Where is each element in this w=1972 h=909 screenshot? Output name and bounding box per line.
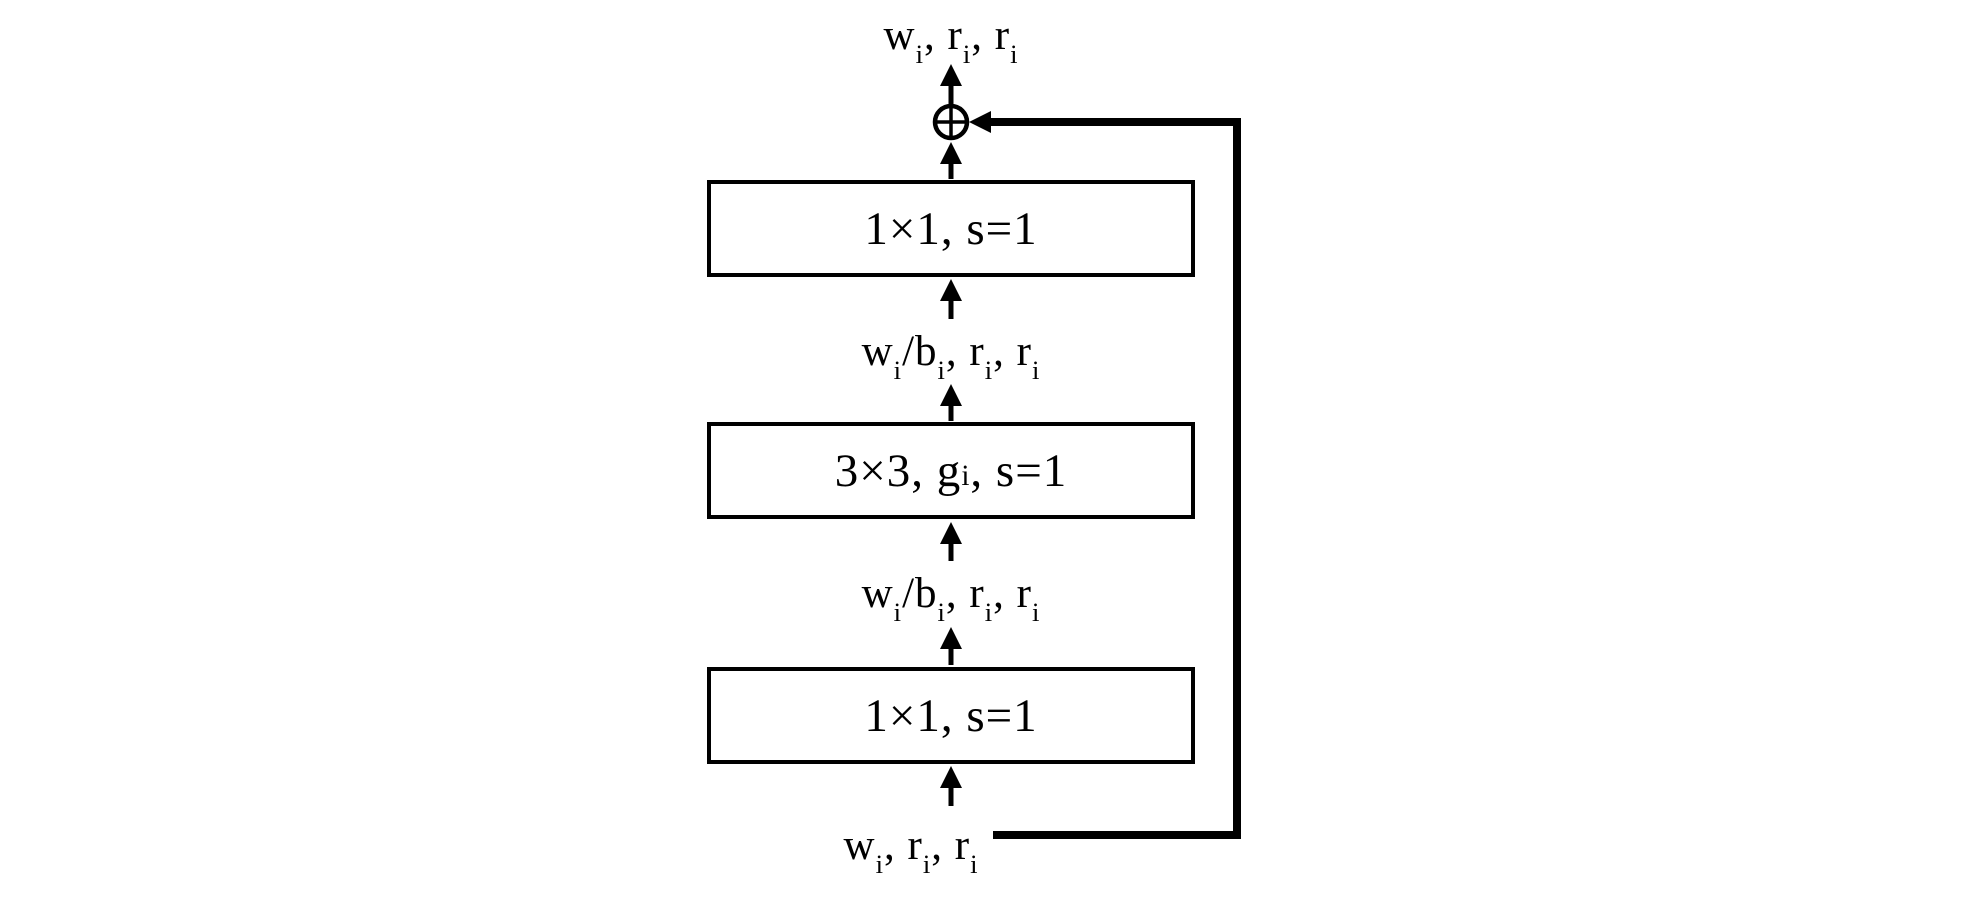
input-dims-label: wi, ri, ri [843,822,979,880]
bottleneck-dims-label-lower: wi/bi, ri, ri [861,570,1041,628]
skip-connection-wire [989,118,1241,839]
arrow-into-box3 [940,766,962,806]
arrow-add-to-output [940,64,962,104]
arrow-box3-to-label [940,627,962,665]
conv1x1-bottom-box: 1×1, s=1 [707,667,1195,764]
arrow-box2-to-label [940,384,962,421]
arrow-box1-to-add [940,142,962,179]
output-dims-label: wi, ri, ri [883,12,1019,70]
arrow-into-box2 [940,522,962,561]
add-icon [932,103,970,141]
conv1x1-top-box: 1×1, s=1 [707,180,1195,277]
bottleneck-dims-label-upper: wi/bi, ri, ri [861,328,1041,386]
skip-connection-arrowhead [969,111,991,133]
arrow-into-box1 [940,279,962,319]
